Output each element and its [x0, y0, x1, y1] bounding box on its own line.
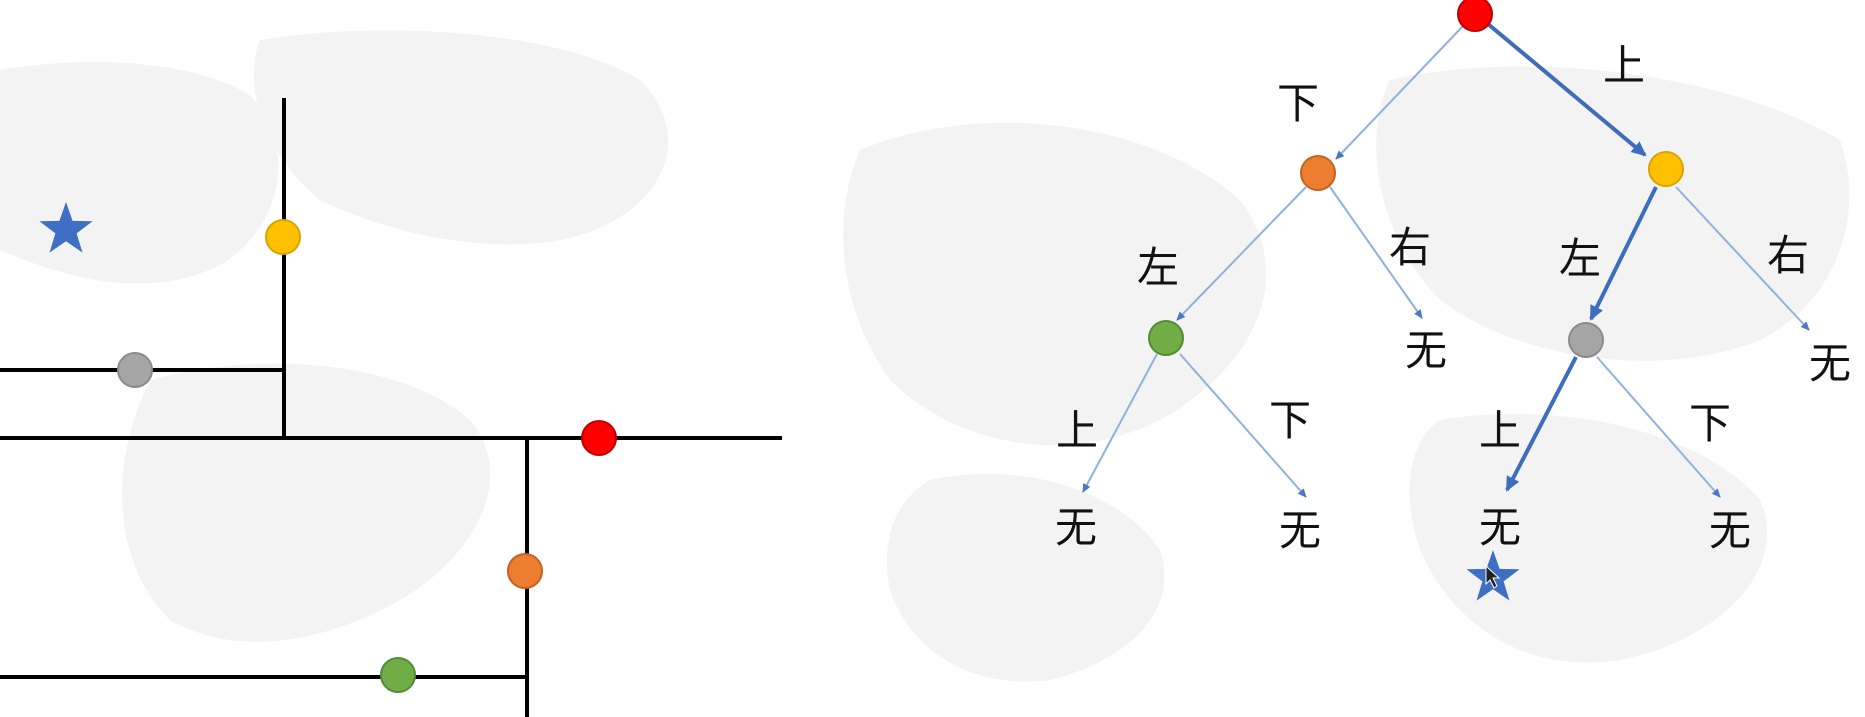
leaf-green-left: 无	[1055, 503, 1097, 552]
point-green	[380, 657, 416, 693]
edge-orange-right	[1329, 186, 1423, 319]
edge-orange-left	[1176, 186, 1307, 321]
edge-gray-right	[1596, 356, 1721, 498]
world-map-watermark	[0, 30, 1850, 682]
edge-label-gray-right: 下	[1689, 399, 1731, 448]
edge-label-root-right: 上	[1603, 41, 1645, 90]
edge-label-green-right: 下	[1269, 396, 1311, 445]
edge-green-left	[1082, 353, 1158, 493]
edge-green-right	[1179, 353, 1307, 498]
leaf-gray-left: 无	[1479, 503, 1521, 552]
point-yellow	[265, 219, 301, 255]
cursor-icon	[1485, 564, 1501, 589]
node-green	[1148, 320, 1184, 356]
edge-label-green-left: 上	[1056, 406, 1098, 455]
point-red	[581, 420, 617, 456]
node-orange	[1300, 155, 1336, 191]
edge-label-orange-right: 右	[1389, 223, 1431, 272]
edge-label-yellow-right: 右	[1767, 231, 1809, 280]
leaf-gray-right: 无	[1709, 506, 1751, 555]
edge-label-root-left: 下	[1277, 79, 1319, 128]
path-edge-yellow-gray	[1589, 186, 1658, 321]
path-edge-gray-leaf	[1505, 356, 1578, 492]
edge-label-gray-left: 上	[1479, 406, 1521, 455]
path-edge-root-yellow	[1486, 22, 1647, 157]
edge-label-orange-left: 左	[1137, 243, 1179, 292]
partition-diagram	[0, 98, 782, 717]
leaf-orange-right: 无	[1405, 326, 1447, 375]
leaf-yellow-right: 无	[1809, 339, 1851, 388]
point-orange	[507, 553, 543, 589]
node-red	[1457, 0, 1493, 32]
point-gray	[117, 352, 153, 388]
edge-yellow-right	[1675, 186, 1810, 331]
edge-root-left	[1335, 25, 1464, 160]
kd-tree: 下 上 左 右 左 右 上 下 上 下 无 无 无 无 无 无	[1055, 0, 1851, 601]
node-yellow	[1648, 151, 1684, 187]
star-icon	[39, 202, 93, 253]
node-gray	[1568, 322, 1604, 358]
leaf-green-right: 无	[1279, 506, 1321, 555]
edge-label-yellow-left: 左	[1559, 234, 1601, 283]
